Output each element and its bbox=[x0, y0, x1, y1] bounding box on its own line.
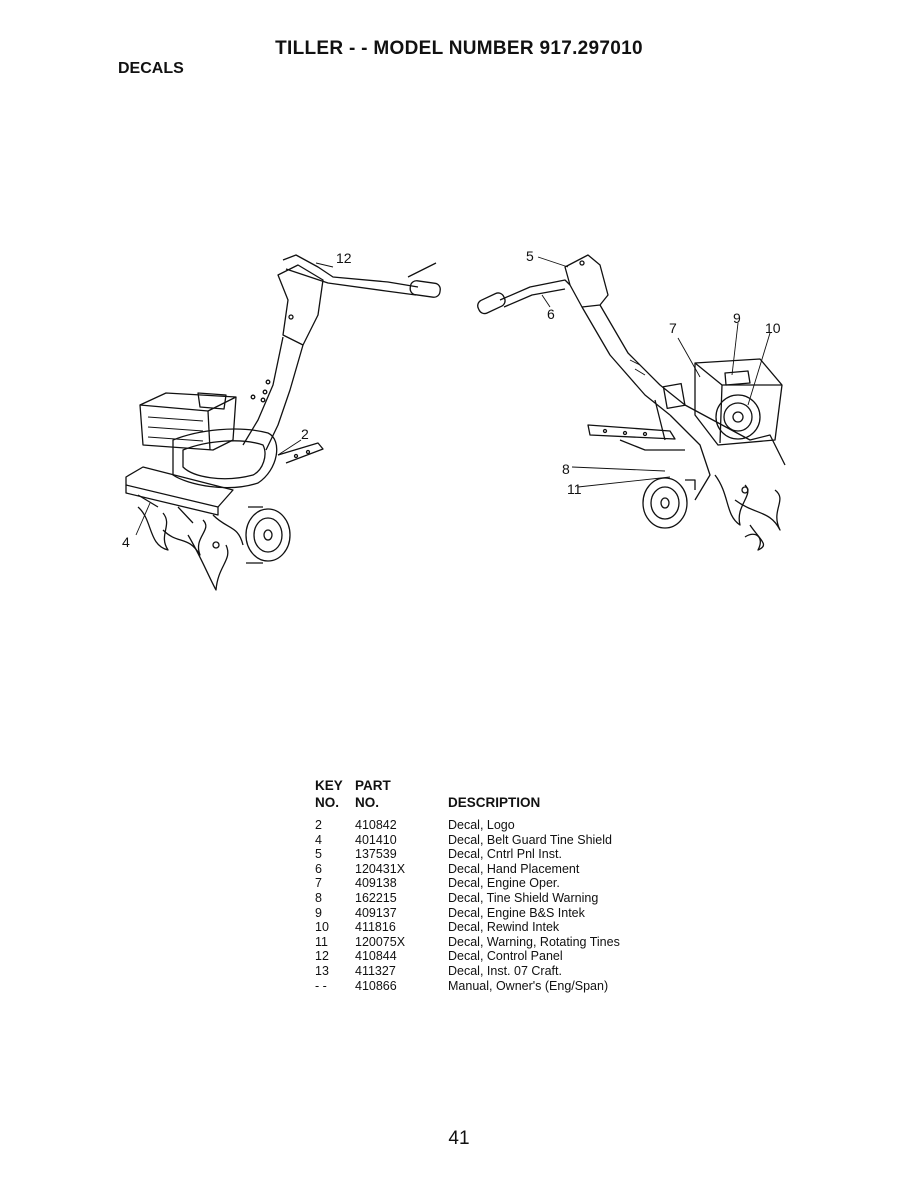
key-no: 11 bbox=[315, 934, 328, 949]
key-no: 10 bbox=[315, 920, 329, 935]
description: Decal, Cntrl Pnl Inst. bbox=[448, 847, 562, 862]
part-no: 409137 bbox=[355, 905, 397, 920]
key-no: 4 bbox=[315, 832, 322, 847]
table-row: 10 411816 Decal, Rewind Intek bbox=[315, 920, 675, 935]
callout-label: 2 bbox=[301, 426, 309, 442]
key-no: 2 bbox=[315, 818, 322, 832]
description: Decal, Engine Oper. bbox=[448, 876, 560, 891]
part-no: 137539 bbox=[355, 847, 397, 862]
callout-label: 11 bbox=[567, 481, 582, 497]
callout-label: 8 bbox=[562, 461, 570, 477]
callout-label: 10 bbox=[765, 320, 781, 336]
part-no: 410866 bbox=[355, 978, 397, 993]
part-no: 120431X bbox=[355, 861, 406, 876]
key-no: 13 bbox=[315, 963, 329, 978]
key-no: 5 bbox=[315, 847, 322, 862]
key-no: 9 bbox=[315, 905, 322, 920]
table-row: - - 410866 Manual, Owner's (Eng/Span) bbox=[315, 979, 675, 994]
tiller-illustration-right: 5 6 7 9 10 8 11 bbox=[470, 245, 790, 565]
key-no: 8 bbox=[315, 890, 322, 905]
header-key: KEY bbox=[315, 778, 343, 793]
description: Decal, Logo bbox=[448, 818, 515, 832]
header-key-no: NO. bbox=[315, 795, 340, 810]
table-row: 4 401410 Decal, Belt Guard Tine Shield bbox=[315, 833, 675, 848]
table-row: 13 411327 Decal, Inst. 07 Craft. bbox=[315, 964, 675, 979]
callout-label: 12 bbox=[336, 250, 352, 266]
part-no: 409138 bbox=[355, 876, 397, 891]
header-description: DESCRIPTION bbox=[448, 795, 541, 810]
table-row: 8 162215 Decal, Tine Shield Warning bbox=[315, 891, 675, 906]
table-row: 11 120075X Decal, Warning, Rotating Tines bbox=[315, 935, 675, 950]
description: Decal, Tine Shield Warning bbox=[448, 890, 599, 905]
callout-label: 9 bbox=[733, 310, 741, 326]
description: Decal, Belt Guard Tine Shield bbox=[448, 832, 612, 847]
key-no: 6 bbox=[315, 861, 322, 876]
table-row: 12 410844 Decal, Control Panel bbox=[315, 949, 675, 964]
parts-table-header: KEY NO. PART NO. DESCRIPTION bbox=[315, 778, 675, 812]
description: Decal, Hand Placement bbox=[448, 861, 580, 876]
table-row: 6 120431X Decal, Hand Placement bbox=[315, 862, 675, 877]
header-part: PART bbox=[355, 778, 391, 793]
callout-label: 6 bbox=[547, 306, 555, 322]
description: Manual, Owner's (Eng/Span) bbox=[448, 978, 609, 993]
part-no: 410844 bbox=[355, 949, 397, 964]
callout-label: 7 bbox=[669, 320, 677, 336]
key-no: 7 bbox=[315, 876, 322, 891]
table-row: 5 137539 Decal, Cntrl Pnl Inst. bbox=[315, 847, 675, 862]
part-no: 120075X bbox=[355, 934, 406, 949]
callout-label: 5 bbox=[526, 248, 534, 264]
table-row: 9 409137 Decal, Engine B&S Intek bbox=[315, 906, 675, 921]
part-no: 162215 bbox=[355, 890, 397, 905]
key-no: - - bbox=[315, 978, 327, 993]
part-no: 410842 bbox=[355, 818, 397, 832]
description: Decal, Rewind Intek bbox=[448, 920, 560, 935]
description: Decal, Engine B&S Intek bbox=[448, 905, 585, 920]
tiller-illustration-left: 12 2 4 bbox=[118, 245, 448, 595]
table-row: 7 409138 Decal, Engine Oper. bbox=[315, 876, 675, 891]
table-row: 2 410842 Decal, Logo bbox=[315, 818, 675, 833]
header-part-no: NO. bbox=[355, 795, 380, 810]
part-no: 411816 bbox=[355, 920, 396, 935]
part-no: 401410 bbox=[355, 832, 397, 847]
description: Decal, Control Panel bbox=[448, 949, 563, 964]
page-title: TILLER - - MODEL NUMBER 917.297010 bbox=[275, 38, 643, 59]
section-heading: DECALS bbox=[118, 60, 184, 77]
description: Decal, Warning, Rotating Tines bbox=[448, 934, 620, 949]
part-no: 411327 bbox=[355, 963, 396, 978]
page-number: 41 bbox=[448, 1128, 470, 1149]
description: Decal, Inst. 07 Craft. bbox=[448, 963, 562, 978]
key-no: 12 bbox=[315, 949, 329, 964]
callout-label: 4 bbox=[122, 534, 130, 550]
